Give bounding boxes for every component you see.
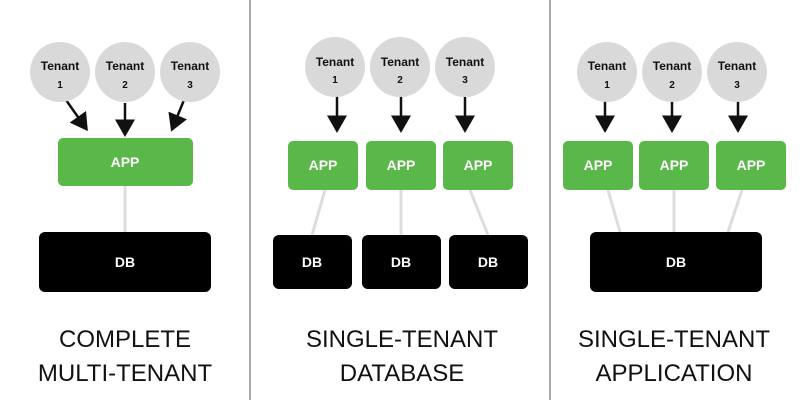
app-box: APP: [443, 141, 513, 190]
app-db-connector: [606, 189, 622, 233]
tenant-number: 2: [122, 80, 128, 91]
app-label: APP: [309, 157, 338, 173]
tenant-node: Tenant 3: [435, 37, 495, 97]
tenant-label: Tenant: [316, 55, 354, 69]
app-label: APP: [737, 157, 766, 173]
panel-caption-line2: MULTI-TENANT: [38, 360, 213, 387]
tenant-node: Tenant 3: [707, 42, 767, 102]
tenant-label: Tenant: [381, 55, 419, 69]
db-box: DB: [273, 235, 352, 289]
tenant-label: Tenant: [106, 59, 144, 73]
tenant-node: Tenant 1: [577, 42, 637, 102]
app-box: APP: [288, 141, 358, 190]
tenant-node: Tenant 2: [95, 42, 155, 102]
db-label: DB: [115, 254, 135, 270]
tenant-node: Tenant 1: [305, 37, 365, 97]
app-db-connector: [726, 189, 744, 233]
tenant-label: Tenant: [653, 59, 691, 73]
tenant-number: 3: [462, 75, 468, 86]
tenant-number: 2: [397, 75, 403, 86]
tenant-number: 3: [187, 80, 193, 91]
arrow: [168, 99, 187, 132]
tenant-label: Tenant: [718, 59, 756, 73]
tenant-label: Tenant: [446, 55, 484, 69]
app-db-connector: [468, 189, 490, 236]
db-box: DB: [39, 232, 211, 292]
tenant-number: 1: [332, 75, 338, 86]
db-label: DB: [666, 254, 686, 270]
app-box: APP: [563, 141, 633, 190]
tenant-label: Tenant: [171, 59, 209, 73]
arrow: [64, 99, 88, 132]
tenant-number: 3: [734, 80, 740, 91]
db-label: DB: [391, 254, 411, 270]
app-box: APP: [366, 141, 436, 190]
tenant-node: Tenant 3: [160, 42, 220, 102]
tenant-number: 1: [57, 80, 63, 91]
app-label: APP: [584, 157, 613, 173]
tenant-number: 2: [669, 80, 675, 91]
panel-single-tenant-application: Tenant 1 Tenant 2 Tenant 3 APP APP APP: [563, 42, 786, 387]
tenant-label: Tenant: [588, 59, 626, 73]
panel-caption-line1: SINGLE-TENANT: [306, 326, 498, 353]
db-label: DB: [478, 254, 498, 270]
tenant-number: 1: [604, 80, 610, 91]
panel-caption-line1: COMPLETE: [59, 326, 191, 353]
app-box: APP: [58, 138, 193, 186]
panel-caption-line2: DATABASE: [340, 360, 464, 387]
panel-caption-line2: APPLICATION: [596, 360, 753, 387]
tenant-label: Tenant: [41, 59, 79, 73]
db-box: DB: [449, 235, 528, 289]
panel-caption-line1: SINGLE-TENANT: [578, 326, 770, 353]
app-box: APP: [716, 141, 786, 190]
panel-single-tenant-database: Tenant 1 Tenant 2 Tenant 3 APP APP APP: [273, 37, 528, 387]
app-db-connector: [310, 189, 327, 236]
panel-complete-multi-tenant: Tenant 1 Tenant 2 Tenant 3 APP DB COMPLE…: [30, 42, 220, 387]
tenant-node: Tenant 2: [370, 37, 430, 97]
db-box: DB: [362, 235, 441, 289]
app-label: APP: [660, 157, 689, 173]
db-box: DB: [590, 232, 762, 292]
tenant-node: Tenant 2: [642, 42, 702, 102]
tenant-node: Tenant 1: [30, 42, 90, 102]
app-label: APP: [464, 157, 493, 173]
db-label: DB: [302, 254, 322, 270]
app-box: APP: [639, 141, 709, 190]
app-label: APP: [111, 154, 140, 170]
app-label: APP: [387, 157, 416, 173]
